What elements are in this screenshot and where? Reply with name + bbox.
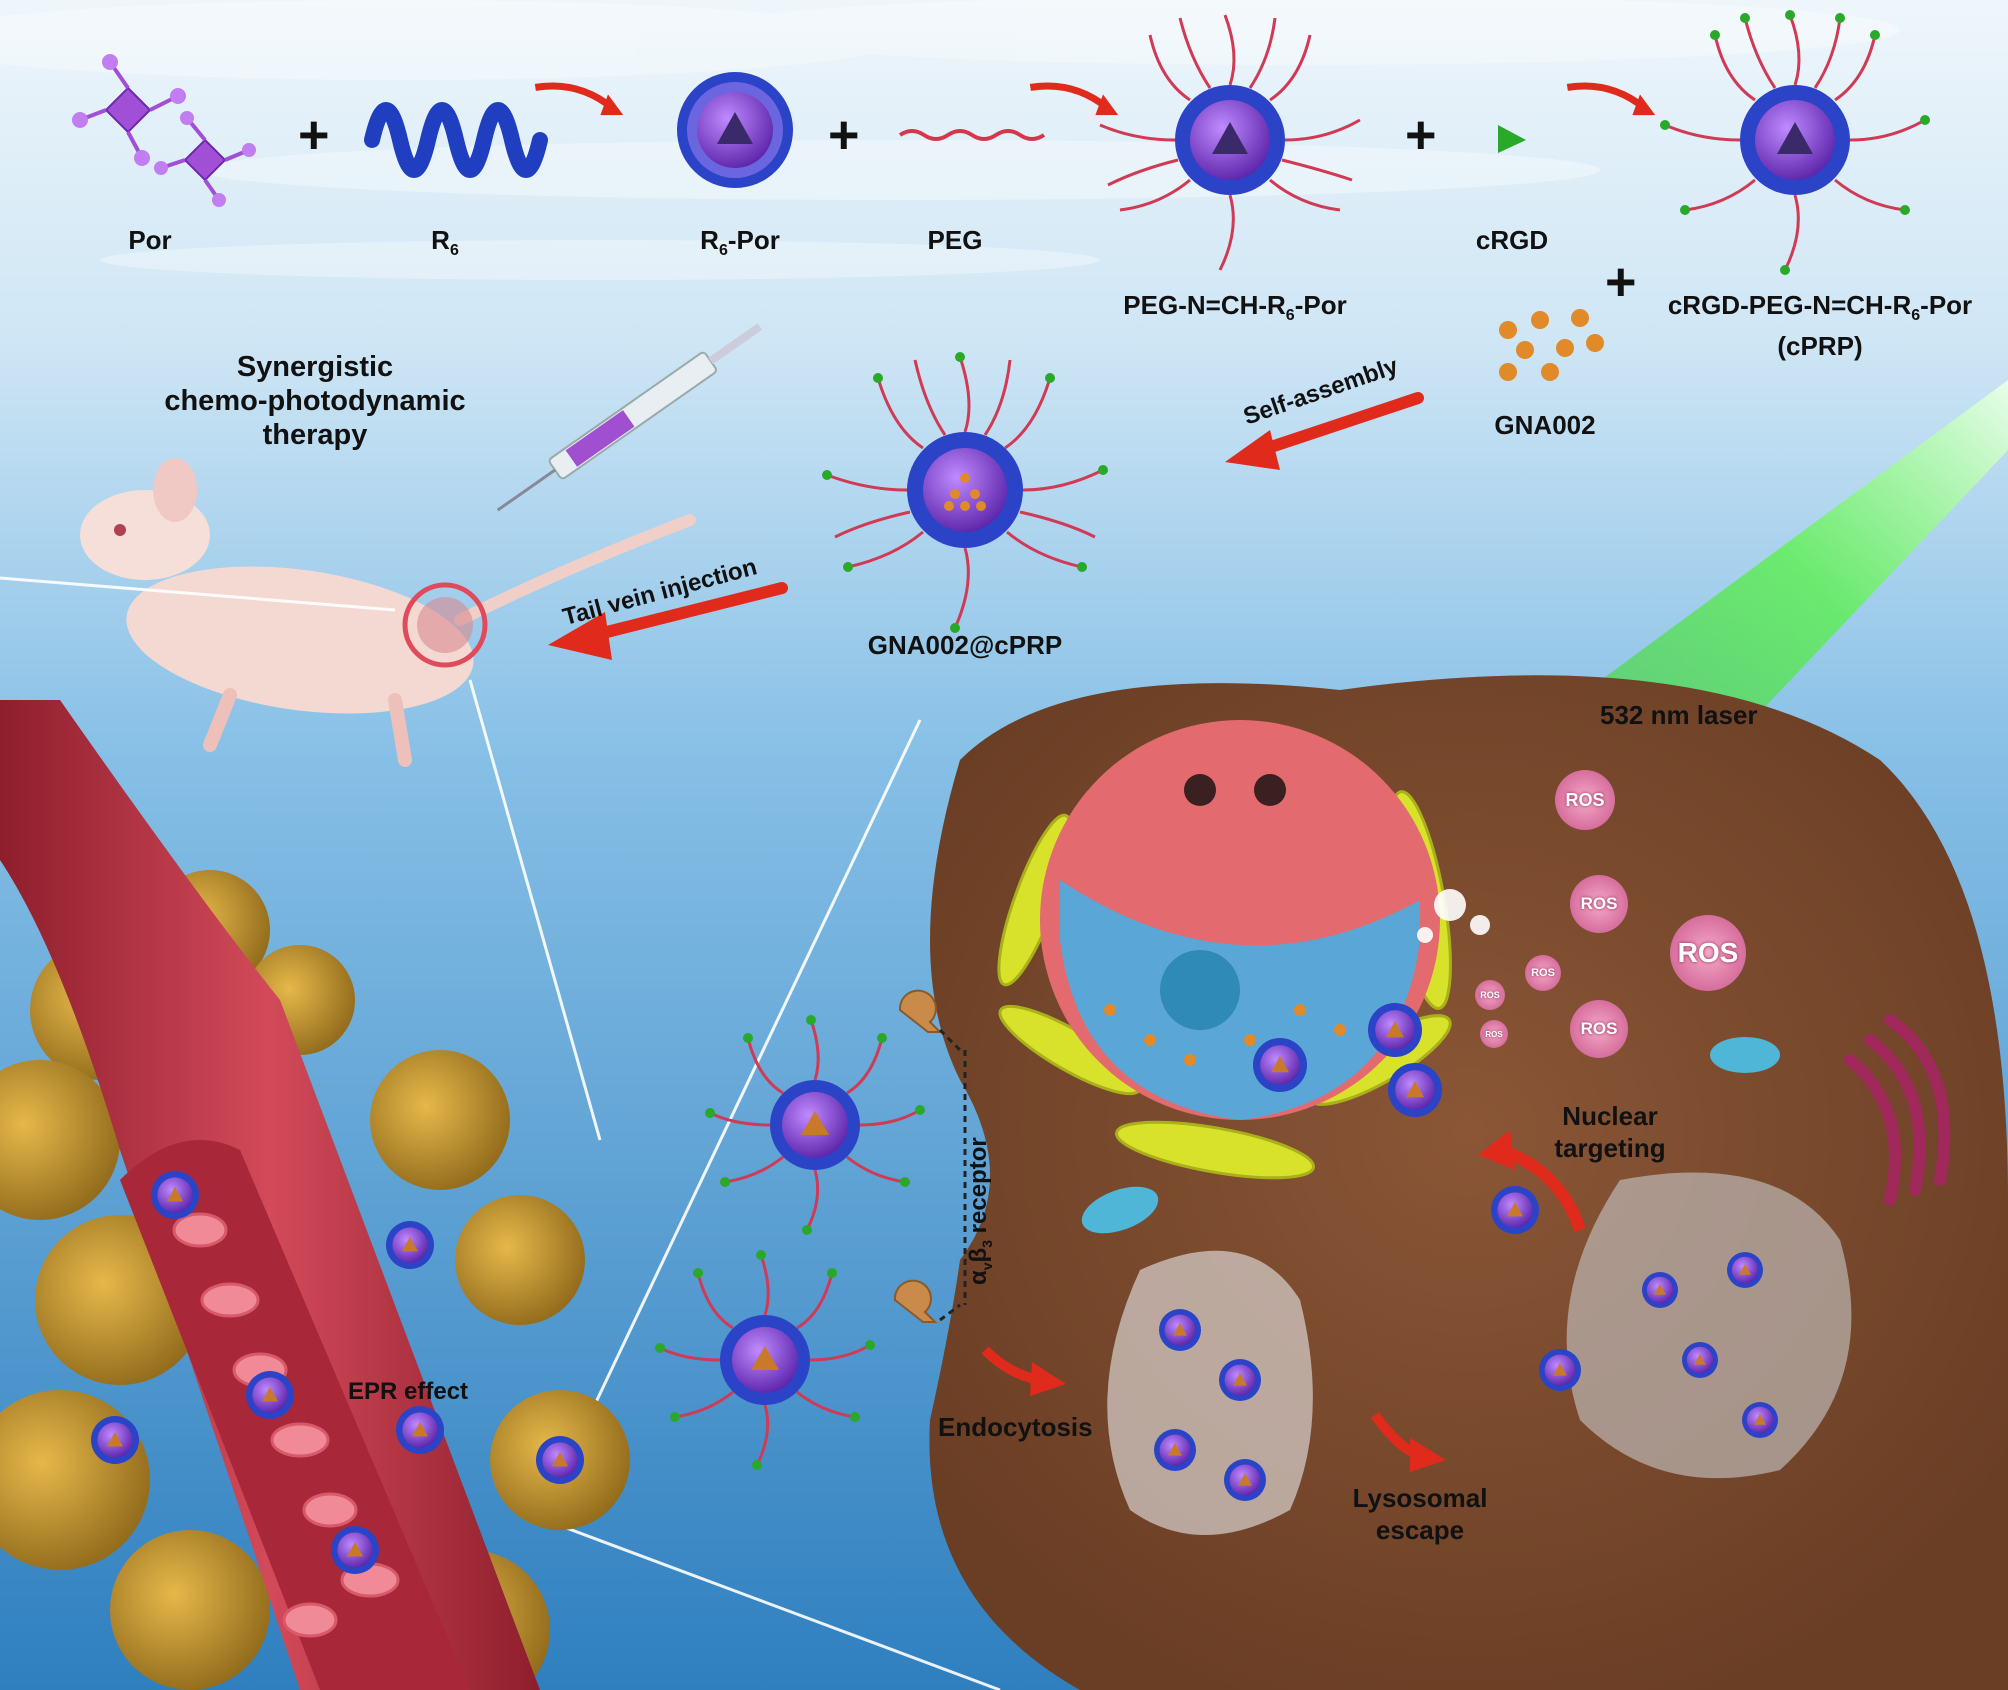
ros-bubble: ROS bbox=[1555, 770, 1615, 830]
golgi-icon bbox=[1844, 1014, 1951, 1206]
label-epr-effect: EPR effect bbox=[348, 1378, 469, 1405]
crgd-icon bbox=[1498, 125, 1526, 153]
cprp-nanoparticle bbox=[1660, 10, 1930, 275]
label-cprp: (cPRP) bbox=[1777, 331, 1863, 362]
plus-icon: + bbox=[828, 105, 860, 165]
label-crgd-peg: cRGD-PEG-N=CH-R6-Por (cPRP) bbox=[1667, 290, 1973, 362]
r6-por-nanoparticle bbox=[677, 72, 793, 188]
nucleus bbox=[1040, 720, 1440, 1120]
label-por: Por bbox=[128, 225, 172, 255]
lysosome bbox=[1107, 1172, 1852, 1535]
label-gna002: GNA002 bbox=[1494, 410, 1596, 440]
ros-bubble: ROS bbox=[1475, 980, 1505, 1010]
label-receptor: αvβ3 receptor bbox=[965, 1137, 995, 1285]
arrow-icon bbox=[1478, 1130, 1586, 1232]
blood-vessel bbox=[0, 700, 584, 1690]
porphyrin-icon bbox=[72, 54, 256, 207]
label-gna002-cprp: GNA002@cPRP bbox=[867, 630, 1063, 660]
gna002-cprp-nanoparticle bbox=[822, 352, 1108, 633]
arrow-icon bbox=[981, 1346, 1446, 1472]
plus-icon: + bbox=[1605, 252, 1637, 312]
label-r6: R6 bbox=[431, 225, 459, 260]
receptor-icon bbox=[893, 989, 943, 1323]
ros-bubble: ROS bbox=[1480, 1020, 1508, 1048]
plus-icon: + bbox=[298, 105, 330, 165]
peg-chain bbox=[898, 129, 1046, 141]
ros-bubble: ROS bbox=[1670, 915, 1746, 991]
syringe-icon bbox=[496, 323, 763, 512]
ros-bubble: ROS bbox=[1570, 1000, 1628, 1058]
arrow-icon bbox=[548, 582, 788, 660]
label-endocytosis: Endocytosis bbox=[938, 1412, 1093, 1442]
mitochondria-icon bbox=[1081, 1037, 1780, 1234]
label-r6-por: R6-Por bbox=[700, 225, 780, 260]
label-peg-n-ch-r6-por: PEG-N=CH-R6-Por bbox=[1123, 290, 1347, 325]
label-laser: 532 nm laser bbox=[1600, 700, 1758, 730]
ros-bubble: ROS bbox=[1570, 875, 1628, 933]
label-crgd: cRGD bbox=[1475, 225, 1549, 255]
ros-bubble: ROS bbox=[1525, 955, 1561, 991]
arrow-icon bbox=[1225, 392, 1424, 470]
mouse-icon bbox=[80, 458, 696, 767]
peg-nanoparticle bbox=[1099, 14, 1361, 271]
extracellular-nanoparticles bbox=[655, 1015, 925, 1470]
laser-sparkle bbox=[1417, 889, 1490, 943]
label-peg: PEG bbox=[927, 225, 983, 255]
plus-icon: + bbox=[1405, 105, 1437, 165]
peptide-coil-icon bbox=[364, 102, 548, 178]
label-synergistic-therapy: Synergistic chemo-photodynamic therapy bbox=[164, 351, 466, 451]
gna002-particles bbox=[1499, 309, 1604, 381]
